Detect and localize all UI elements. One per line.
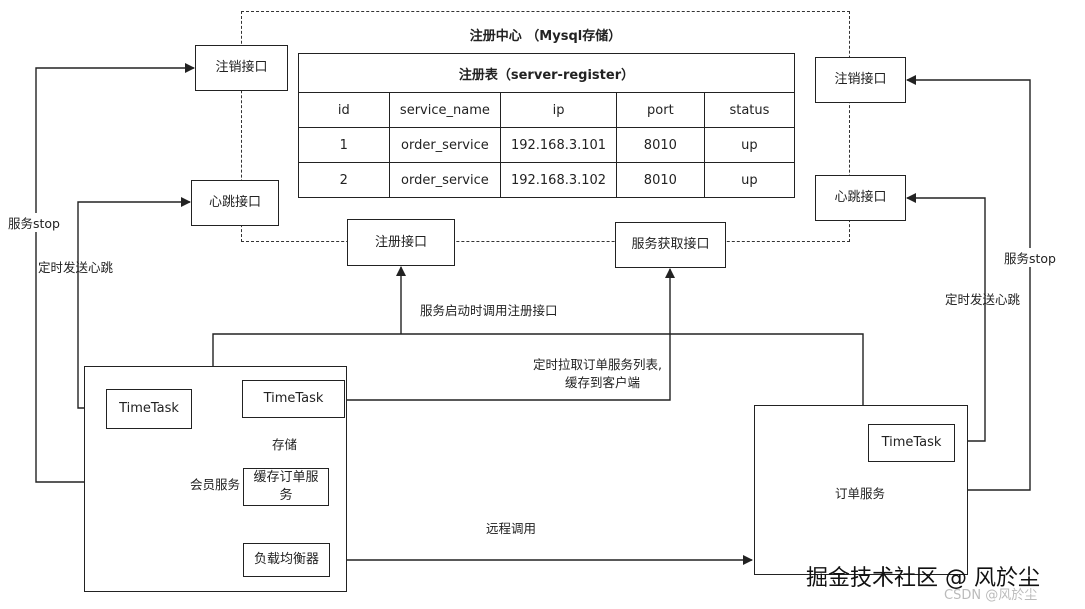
arrow-pull-list [345,268,675,401]
arrow-stop-right [906,75,1031,491]
member-timetask-pull: TimeTask [242,380,345,418]
member-timetask-heartbeat: TimeTask [106,389,192,429]
cell-id: 1 [298,127,390,163]
heartbeat-interface-left: 心跳接口 [191,180,279,226]
col-header-ip: ip [500,92,617,128]
heartbeat-interface-right: 心跳接口 [815,175,906,221]
cell-port: 8010 [615,127,705,163]
cell-service-name: order_service [388,127,502,163]
load-balancer-box: 负载均衡器 [243,543,330,577]
csdn-watermark: CSDN @风於尘 [944,588,1038,603]
startup-register-label: 服务启动时调用注册接口 [420,303,558,318]
server-register-table: 注册表（server-register） id service_name ip … [298,53,796,198]
arrow-stop-left [35,63,195,483]
member-service-label: 会员服务 [190,477,241,492]
deregister-interface-right: 注销接口 [815,57,906,103]
pull-list-label-line2: 缓存到客户端 [565,375,641,390]
table-row: 2 order_service 192.168.3.102 8010 up [298,162,796,198]
arrow-startup-register [212,333,864,405]
col-header-id: id [298,92,390,128]
heartbeat-label-left: 定时发送心跳 [38,260,114,275]
heartbeat-label-right: 定时发送心跳 [945,292,1021,307]
deregister-interface-left: 注销接口 [195,45,288,91]
register-interface: 注册接口 [347,219,455,266]
cell-ip: 192.168.3.102 [500,162,617,198]
cell-id: 2 [298,162,390,198]
cell-service-name: order_service [388,162,502,198]
pull-list-label-line1: 定时拉取订单服务列表, [533,357,662,372]
order-service-label: 订单服务 [835,486,886,501]
service-stop-label-right: 服务stop [1004,248,1056,267]
cache-order-service-box: 缓存订单服务 [243,468,329,506]
col-header-port: port [615,92,705,128]
store-label: 存储 [272,434,298,453]
juejin-watermark: 掘金技术社区 @ 风於尘 [806,566,1040,591]
arrow-heartbeat-right [906,193,986,442]
col-header-status: status [703,92,796,128]
registry-center-frame [241,11,850,242]
table-row: 1 order_service 192.168.3.101 8010 up [298,127,796,163]
table-caption: 注册表（server-register） [298,53,795,93]
order-timetask: TimeTask [868,424,955,462]
cell-status: up [703,162,796,198]
cell-status: up [703,127,796,163]
registry-center-title: 注册中心 （Mysql存储） [469,29,622,44]
service-stop-label-left: 服务stop [8,213,60,232]
cell-ip: 192.168.3.101 [500,127,617,163]
cell-port: 8010 [615,162,705,198]
remote-call-label: 远程调用 [486,521,537,536]
col-header-service-name: service_name [388,92,502,128]
service-discovery-interface: 服务获取接口 [615,222,726,268]
